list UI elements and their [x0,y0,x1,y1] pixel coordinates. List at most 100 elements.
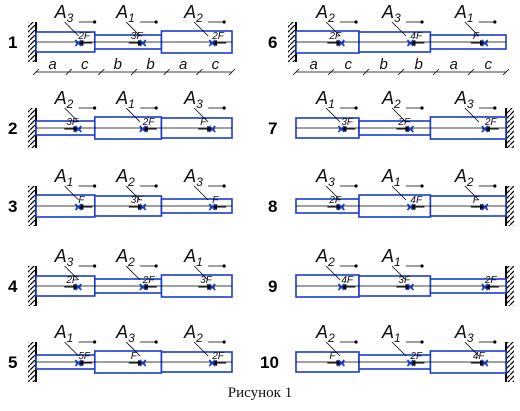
leader-dot [493,20,497,24]
force-label: 2F [409,351,423,362]
force-label: 3F [200,275,213,286]
scheme-number: 5 [8,353,17,372]
section-label: A2 [315,2,335,25]
load-point-marker [337,359,345,367]
leader-dot [420,340,424,344]
force-label: 3F [66,117,79,128]
force-label: F [200,117,207,128]
dimension-label: a [48,56,56,73]
leader-dot [420,264,424,268]
dimension-label: b [114,56,122,73]
scheme-number: 4 [8,277,18,296]
load-point-marker [139,39,147,47]
leader-dot [493,184,497,188]
wall-hatch [28,186,36,226]
leader-dot [420,106,424,110]
load-point-marker [481,283,489,291]
leader-line [64,185,79,201]
load-point-marker [74,125,82,133]
dimension-tick [196,68,203,76]
load-point-marker [337,39,345,47]
dimension-tick [98,68,105,76]
leader-dot [493,106,497,110]
dimension-tick [130,68,138,76]
leader-line [125,341,141,357]
section-label: A2 [183,2,203,25]
leader-dot [154,184,158,188]
section-label: A2 [115,246,135,269]
leader-line [464,107,480,123]
force-label: 5F [78,351,91,362]
leader-dot [354,20,358,24]
section-label: A3 [454,88,474,111]
leader-line [64,21,79,37]
section-label: A2 [54,88,74,111]
leader-line [193,341,209,357]
section-label: A1 [454,2,474,25]
force-label: 2F [397,117,411,128]
force-label: 3F [398,275,411,286]
leader-line [64,107,79,123]
leader-dot [222,106,226,110]
leader-line [125,107,141,123]
load-point-marker [481,125,489,133]
scheme-number: 3 [8,197,17,216]
leader-dot [493,340,497,344]
load-point-marker [481,203,489,211]
section-label: A3 [315,166,335,189]
leader-dot [222,264,226,268]
dimension-label: c [345,56,353,73]
force-label: 3F [341,117,354,128]
leader-dot [354,184,358,188]
wall-hatch [28,342,36,382]
section-label: A2 [315,322,335,345]
scheme-number: 9 [268,277,277,296]
section-label: A1 [115,88,135,111]
leader-dot [92,184,97,188]
leader-dot [92,20,97,24]
dimension-tick [397,68,405,76]
force-label: 2F [328,31,342,42]
force-label: 2F [211,31,225,42]
load-point-marker [481,39,489,47]
leader-dot [154,106,158,110]
force-label: 2F [484,275,498,286]
section-label: A2 [454,166,474,189]
section-label: A2 [381,88,401,111]
leader-dot [222,20,226,24]
section-label: A3 [54,2,74,25]
force-label: F [78,195,85,206]
load-point-marker [208,359,216,367]
leader-line [193,21,209,37]
dimension-tick [362,68,370,76]
dimension-label: c [81,56,89,73]
load-point-marker [208,203,216,211]
load-point-marker [337,283,345,291]
scheme-number: 6 [268,33,277,52]
leader-line [464,185,480,201]
force-label: F [212,195,219,206]
leader-line [125,265,141,281]
leader-line [125,185,141,201]
leader-line [325,341,341,357]
wall-hatch [28,108,36,148]
wall-hatch [506,186,514,226]
dimension-tick [292,68,300,76]
load-point-marker [74,203,82,211]
leader-line [193,107,209,123]
section-label: A1 [381,246,401,269]
load-point-marker [74,359,82,367]
leader-dot [154,340,158,344]
force-label: 2F [142,275,156,286]
force-label: F [131,351,138,362]
load-point-marker [74,283,82,291]
